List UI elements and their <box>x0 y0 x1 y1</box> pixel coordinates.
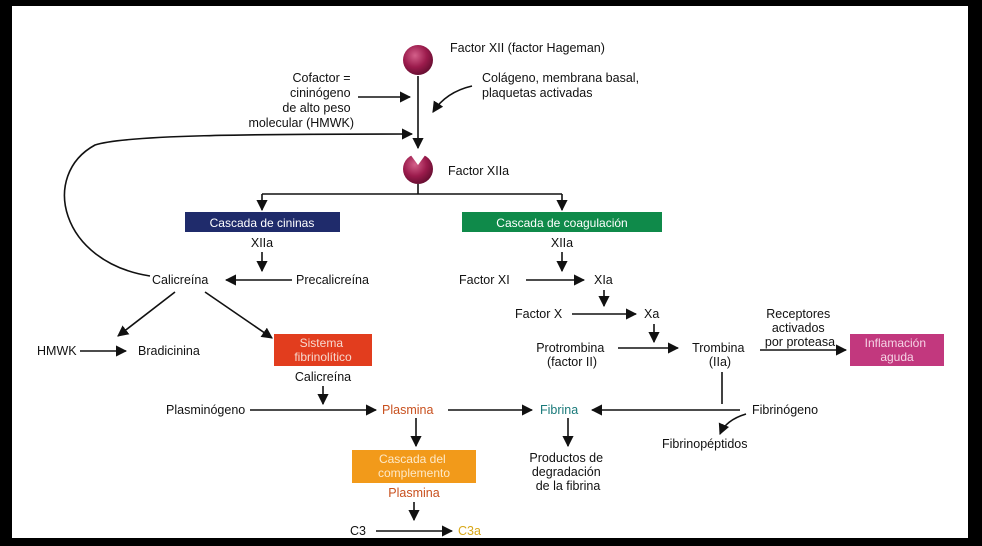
cascada-coagulacion-label: Cascada de coagulación <box>496 216 627 230</box>
fibrinopeptidos-arrow <box>718 413 747 436</box>
factor-xiia-icon <box>403 154 433 184</box>
to-hmwk-arrow <box>117 291 176 337</box>
protrombina-label: Protrombina (factor II) <box>536 341 608 369</box>
xia-label: XIa <box>594 273 613 287</box>
precalicreina-label: Precalicreína <box>296 273 369 287</box>
factor-x-label: Factor X <box>515 307 563 321</box>
xa-label: Xa <box>644 307 659 321</box>
colageno-arrow <box>432 85 473 113</box>
fibrinopeptidos-label: Fibrinopéptidos <box>662 437 747 451</box>
factor-xiia-label: Factor XIIa <box>448 164 509 178</box>
cascada-complemento-box <box>352 450 476 483</box>
to-fibrinolitico-arrow <box>204 291 273 339</box>
sistema-fibrinolitico-box <box>274 334 372 366</box>
cascada-cininas-box <box>185 212 340 232</box>
cascada-cininas-label: Cascada de cininas <box>210 216 315 230</box>
fibrina-label: Fibrina <box>540 403 578 417</box>
inflamacion-label: Inflamación aguda <box>865 336 930 364</box>
factor-xii-label: Factor XII (factor Hageman) <box>450 41 605 55</box>
plasmina-label: Plasmina <box>382 403 433 417</box>
xiia-left-label: XIIa <box>251 236 273 250</box>
calicreina-label: Calicreína <box>152 273 208 287</box>
xiia-right-label: XIIa <box>551 236 573 250</box>
cascada-coagulacion-box <box>462 212 662 232</box>
bradicinina-label: Bradicinina <box>138 344 200 358</box>
c3-label: C3 <box>350 524 366 538</box>
factor-xii-icon <box>403 45 433 75</box>
trombina-label: Trombina (IIa) <box>692 341 748 369</box>
receptores-label: Receptores activados por proteasa <box>765 307 835 349</box>
cascada-complemento-label: Cascada del complemento <box>378 452 450 480</box>
productos-label: Productos de degradación de la fibrina <box>529 451 606 493</box>
sistema-fibrinolitico-label: Sistema fibrinolítico <box>294 336 352 364</box>
fibrinogeno-label: Fibrinógeno <box>752 403 818 417</box>
plasminogeno-label: Plasminógeno <box>166 403 245 417</box>
c3a-label: C3a <box>458 524 481 538</box>
cofactor-label: Cofactor = cininógeno de alto peso molec… <box>248 71 354 130</box>
feedback-loop-arrow <box>63 128 414 277</box>
colageno-label: Colágeno, membrana basal, plaquetas acti… <box>482 71 643 100</box>
inflamacion-box <box>850 334 944 366</box>
factor-xi-label: Factor XI <box>459 273 510 287</box>
hmwk-label: HMWK <box>37 344 77 358</box>
calicreina2-label: Calicreína <box>295 370 351 384</box>
plasmina2-label: Plasmina <box>388 486 439 500</box>
